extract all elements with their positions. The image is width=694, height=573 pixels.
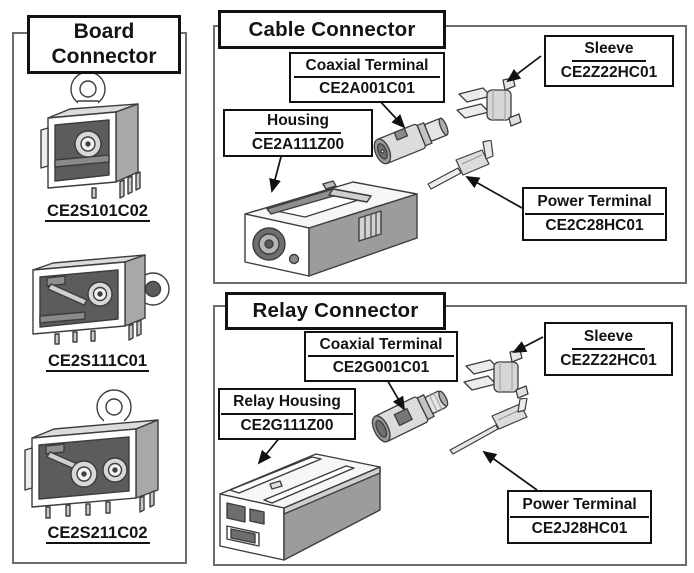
component-name: Sleeve (571, 327, 646, 350)
board-connector-illustration-2 (32, 254, 170, 345)
component-part-number: CE2A111Z00 (251, 135, 345, 153)
cable-power-terminal-illustration (427, 140, 494, 190)
relay-power-terminal-label: Power Terminal CE2J28HC01 (507, 490, 652, 544)
board-panel-title: Board Connector (27, 15, 181, 74)
relay-panel-title-text: Relay Connector (252, 299, 419, 322)
relay-coaxial-terminal-illustration (371, 390, 449, 443)
relay-sleeve-illustration (463, 350, 529, 399)
board-part-number-1: CE2S101C02 (45, 202, 150, 222)
board-connector-illustration-1 (40, 71, 141, 199)
component-name: Sleeve (572, 39, 646, 62)
cable-power-terminal-label: Power Terminal CE2C28HC01 (522, 187, 667, 241)
component-part-number: CE2G001C01 (332, 359, 430, 376)
board-panel-title-text: Board Connector (51, 19, 157, 68)
component-part-number: CE2G111Z00 (240, 416, 334, 434)
component-name: Power Terminal (525, 192, 664, 215)
component-name: Coaxial Terminal (293, 56, 441, 78)
cable-sleeve-label: Sleeve CE2Z22HC01 (544, 35, 674, 87)
cable-panel-title-text: Cable Connector (248, 17, 416, 41)
cable-coaxial-terminal-label: Coaxial Terminal CE2A001C01 (289, 52, 445, 103)
relay-housing-illustration (219, 453, 381, 561)
component-name: Coaxial Terminal (307, 335, 455, 357)
cable-panel-title: Cable Connector (218, 10, 446, 49)
component-part-number: CE2J28HC01 (531, 519, 628, 537)
cable-housing-illustration (244, 180, 418, 277)
board-part-number-2: CE2S111C01 (45, 352, 150, 372)
relay-sleeve-label: Sleeve CE2Z22HC01 (544, 322, 673, 376)
component-part-number: CE2A001C01 (319, 80, 415, 97)
cable-sleeve-illustration (456, 78, 522, 127)
relay-housing-label: Relay Housing CE2G111Z00 (218, 388, 356, 440)
cable-housing-label: Housing CE2A111Z00 (223, 109, 373, 157)
relay-panel-title: Relay Connector (225, 292, 446, 330)
board-connector-illustration-3 (24, 389, 159, 519)
component-name: Housing (255, 111, 341, 134)
board-part-number-3: CE2S211C02 (45, 524, 150, 544)
component-name: Relay Housing (221, 392, 353, 415)
component-part-number: CE2Z22HC01 (560, 63, 658, 81)
relay-coaxial-terminal-label: Coaxial Terminal CE2G001C01 (304, 331, 458, 382)
relay-power-terminal-illustration (449, 398, 528, 455)
component-part-number: CE2Z22HC01 (560, 351, 657, 369)
cable-coaxial-terminal-illustration (373, 117, 449, 165)
component-name: Power Terminal (510, 495, 649, 518)
component-part-number: CE2C28HC01 (545, 216, 644, 234)
